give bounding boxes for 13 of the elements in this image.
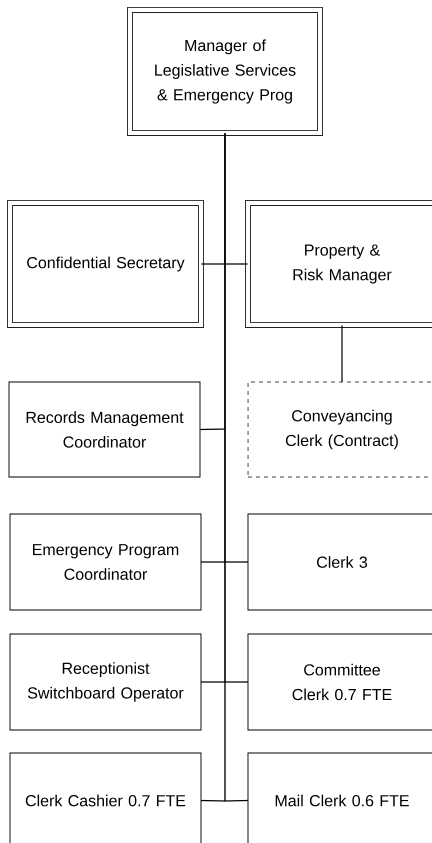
position-box: Emergency Program Coordinator <box>10 514 202 610</box>
position-box: Manager of Legislative Services & Emergency Prog <box>127 7 323 136</box>
position-box: Records Management Coordinator <box>8 382 200 478</box>
position-box: Confidential Secretary <box>7 200 204 328</box>
position-box: Receptionist Switchboard Operator <box>10 634 202 730</box>
position-box: Mail Clerk 0.6 FTE <box>248 752 432 843</box>
position-box: Conveyancing Clerk (Contract) <box>248 382 432 478</box>
connector-line <box>224 133 248 802</box>
position-box: Property & Risk Manager <box>245 200 432 328</box>
position-box: Clerk 3 <box>248 514 432 610</box>
connector-line <box>341 325 343 382</box>
position-box: Committee Clerk 0.7 FTE <box>248 634 432 730</box>
position-box: Clerk Cashier 0.7 FTE <box>10 752 202 843</box>
